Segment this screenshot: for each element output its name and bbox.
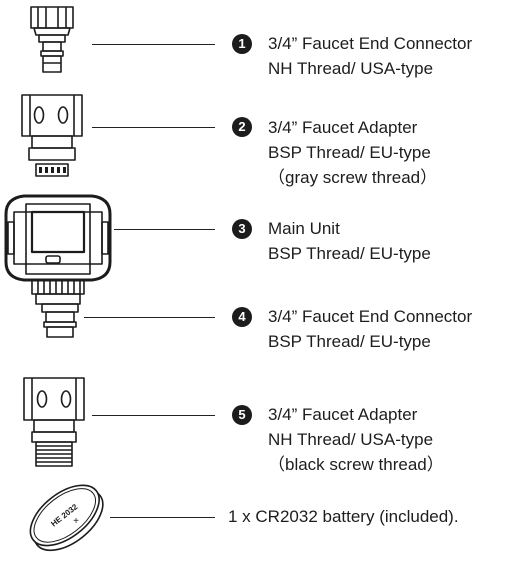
faucet-end-connector-bsp-icon: [41, 303, 79, 338]
component-2-note: （gray screw thread）: [268, 168, 438, 187]
main-unit-icon: [4, 194, 112, 305]
coin-battery-icon: HE 2032 +: [29, 484, 104, 552]
leader-line-1: [92, 44, 215, 45]
faucet-end-connector-nh-icon: [30, 6, 74, 73]
component-3-name: Main Unit: [268, 219, 340, 238]
component-1-thread: NH Thread/ USA-type: [268, 59, 434, 78]
component-label-1: 3/4” Faucet End Connector NH Thread/ USA…: [268, 31, 472, 81]
faucet-adapter-bsp-icon: [21, 94, 83, 177]
battery-label: 1 x CR2032 battery (included).: [228, 507, 459, 526]
number-badge-2: 2: [232, 117, 252, 137]
leader-line-5: [92, 415, 215, 416]
component-label-5: 3/4” Faucet Adapter NH Thread/ USA-type …: [268, 402, 444, 477]
leader-line-4: [84, 317, 215, 318]
component-4-thread: BSP Thread/ EU-type: [268, 332, 431, 351]
faucet-adapter-nh-icon: [23, 377, 85, 467]
component-label-4: 3/4” Faucet End Connector BSP Thread/ EU…: [268, 304, 472, 354]
leader-line-3: [114, 229, 215, 230]
component-label-2: 3/4” Faucet Adapter BSP Thread/ EU-type …: [268, 115, 437, 190]
component-5-thread: NH Thread/ USA-type: [268, 430, 434, 449]
number-badge-4: 4: [232, 307, 252, 327]
component-4-name: 3/4” Faucet End Connector: [268, 307, 473, 326]
component-2-thread: BSP Thread/ EU-type: [268, 143, 431, 162]
battery-plus: +: [73, 516, 79, 527]
number-badge-1: 1: [232, 34, 252, 54]
leader-line-2: [92, 127, 215, 128]
component-3-thread: BSP Thread/ EU-type: [268, 244, 431, 263]
number-badge-3: 3: [232, 219, 252, 239]
component-5-note: （black screw thread）: [268, 455, 444, 474]
leader-line-battery: [110, 517, 215, 518]
component-2-name: 3/4” Faucet Adapter: [268, 118, 418, 137]
component-1-name: 3/4” Faucet End Connector: [268, 34, 473, 53]
component-5-name: 3/4” Faucet Adapter: [268, 405, 418, 424]
number-badge-5: 5: [232, 405, 252, 425]
component-label-3: Main Unit BSP Thread/ EU-type: [268, 216, 431, 266]
